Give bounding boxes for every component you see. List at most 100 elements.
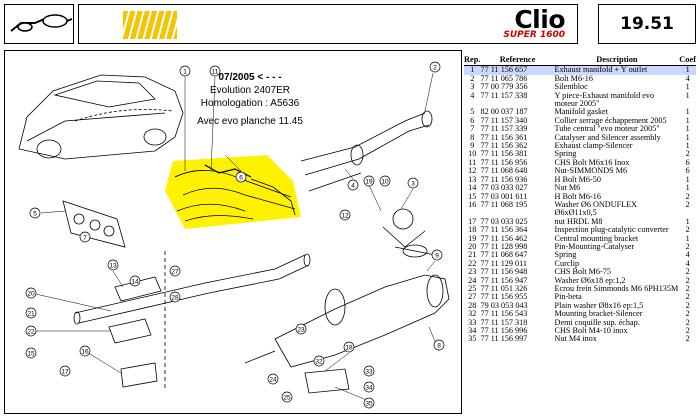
part-rep: 27 [468,292,477,302]
part-coef: 2 [685,191,690,201]
part-reference: 77 11 157 339 [480,124,528,134]
part-description: Plain washer Ø8x16 ep:1,5 [554,300,644,310]
callout-3: 3 [407,177,419,189]
part-reference: 77 11 157 318 [480,317,528,327]
callout-18: 18 [343,341,355,353]
part-description: Pin-beta [554,292,582,302]
callout-14: 14 [129,275,141,287]
part-description: Inspection plug-catalytic converter [554,225,669,235]
part-rep: 5 [470,107,475,117]
part-rep: 13 [468,174,477,184]
callout-35: 35 [363,397,375,409]
part-coef: 1 [685,82,690,92]
part-reference: 82 00 037 187 [480,107,528,117]
part-description: Spring [554,149,577,159]
part-reference: 77 11 156 657 [480,66,555,75]
svg-text:5: 5 [33,210,37,217]
svg-text:24: 24 [269,376,277,383]
part-description: Spring [554,250,577,260]
callout-25: 25 [281,391,293,403]
svg-text:3: 3 [411,180,415,187]
part-coef: 4 [685,73,690,83]
header-banner: Clio SUPER 1600 [78,4,578,44]
part-reference: 77 11 156 955 [480,292,528,302]
svg-text:13: 13 [109,262,117,269]
callout-21: 21 [25,307,37,319]
part-coef: 1 [685,174,690,184]
callout-6: 6 [235,171,247,183]
svg-text:18: 18 [345,344,353,351]
part-reference: 77 11 156 997 [480,334,528,344]
part-rep: 25 [468,283,477,293]
svg-text:15: 15 [27,350,35,357]
part-coef: 2 [685,149,690,159]
svg-text:2: 2 [433,64,437,71]
mounting-brackets-drawing [108,276,350,394]
page-number: 19.51 [620,14,674,34]
part-reference: 77 11 156 543 [480,309,528,319]
svg-text:4: 4 [351,182,355,189]
part-rep: 8 [470,132,475,142]
part-coef: 2 [685,326,690,335]
part-reference: 77 11 156 381 [480,149,528,159]
header-icon-box [4,4,74,44]
callout-24: 24 [267,373,279,385]
part-coef: 2 [685,283,690,293]
part-coef: 2 [685,225,690,235]
part-description: Nut M4 inox [554,334,597,344]
callout-22: 22 [25,325,37,337]
part-description: CHS Bolt M4-10 inox [554,326,628,335]
part-coef: 6 [685,166,690,176]
callout-13: 13 [107,259,119,271]
part-coef: 1 [685,90,690,100]
svg-text:20: 20 [27,290,35,297]
part-reference: 77 11 156 462 [480,233,528,243]
callout-28: 28 [169,291,181,303]
callout-34: 34 [363,381,375,393]
part-description: Mounting bracket-Silencer [554,309,643,319]
part-rep: 15 [468,191,477,201]
part-rep: 24 [468,275,477,285]
svg-text:23: 23 [297,326,305,333]
svg-text:10: 10 [381,178,389,185]
svg-text:14: 14 [131,278,139,285]
part-description: CHS Bolt M6-75 [554,267,611,277]
part-coef: 1 [685,216,690,226]
part-reference: 77 11 156 948 [480,267,528,277]
callout-10: 10 [379,175,391,187]
part-description: Demi coquille sup. échap. [554,317,640,327]
